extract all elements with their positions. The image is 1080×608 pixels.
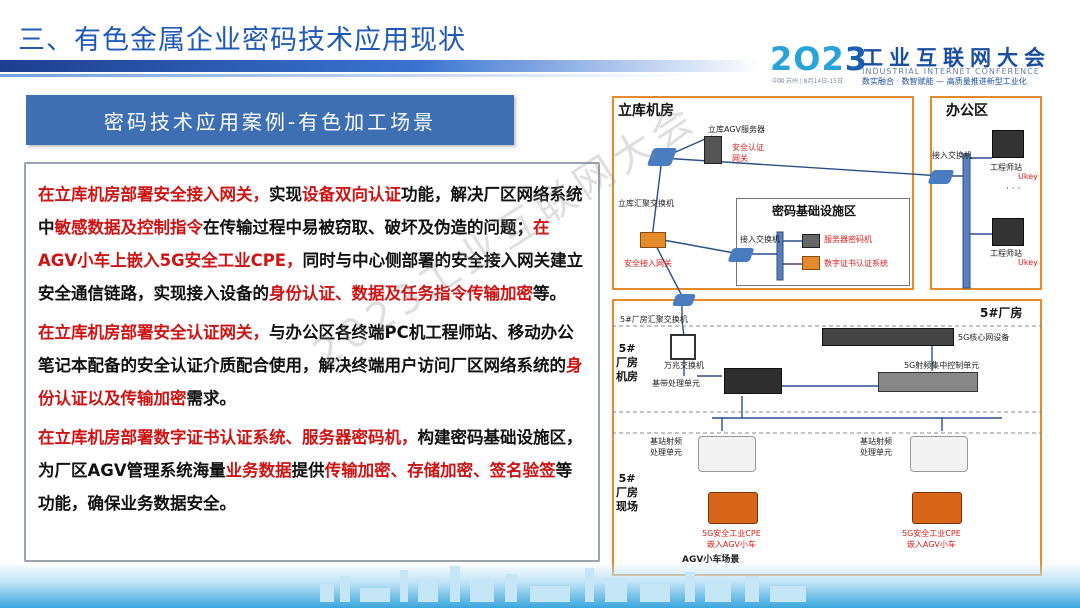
ukey-label-1: Ukey [1018,172,1038,181]
workstation-icon-1 [992,130,1024,158]
description-box: 在立库机房部署安全接入网关，实现设备双向认证功能，解决厂区网络系统中敏感数据及控… [24,162,600,562]
logo-year: 2O23 [770,40,868,78]
zone-warehouse-label: 立库机房 [618,103,674,119]
title-underline-thin [0,74,700,77]
paragraph-2-segment: 与办公区各终端PC机工程师站、移动办公笔记本配备的安全认证介质配合使用，解决终端… [38,323,574,375]
zone-crypto-box [736,198,910,286]
logo-slogan: 数实融合 · 数智赋能 — 高质量推进新型工业化 [862,77,1027,86]
server-crypto-icon [802,234,820,248]
paragraph-1-segment: 在立库机房部署安全接入网关， [38,185,269,204]
logo-name: 工业互联网大会 [862,46,1051,70]
city-skyline [320,566,806,602]
paragraph-3-segment: 等功能，确保业务数据安全。 [38,461,573,513]
agv-icon-2 [912,492,962,524]
title-underline-bar [0,60,760,72]
paragraph-3-segment: 提供 [291,461,325,480]
paragraph-1-segment: 同时与中心侧部署的安全接入网关建立安全通信链路，实现接入设备的 [38,251,584,303]
rf-ctrl-icon [878,372,978,392]
crypto-bus-bar [776,231,784,281]
paragraph-1-segment: 等。 [533,284,566,303]
paragraph-3-segment: 在立库机房部署数字证书认证系统、服务器密码机， [38,428,418,447]
paragraph-1-segment: 在传输过程中易被窃取、破坏及伪造的问题； [203,218,533,237]
agv-server-label: 立库AGV服务器 [708,125,766,134]
network-diagram: 立库机房 办公区 密码基础设施区 5#厂房 5# 厂房 机房 5# 厂房 现场 … [612,96,1060,578]
paragraph-1-segment: 实现 [269,185,302,204]
workstation-icon-2 [992,218,1024,246]
cpe-label-2: 5G安全工业CPE 嵌入AGV小车 [902,529,961,549]
logo-date: 中国·苏州 | 8月14日-15日 [772,78,843,85]
server-crypto-label: 服务器密码机 [824,235,872,244]
bbu-label: 基带处理单元 [652,379,700,388]
ukey-label-2: Ukey [1018,258,1038,267]
rru-label-1: 基站射频 处理单元 [650,437,682,457]
paragraph-1-segment: 在AGV小车上嵌入5G安全工业CPE， [38,218,550,270]
paragraph-2: 在立库机房部署安全认证网关，与办公区各终端PC机工程师站、移动办公笔记本配备的安… [38,316,588,415]
eng-station-label-2: 工程师站 [990,249,1022,258]
rru-icon-2 [910,436,968,472]
rru-icon-1 [698,436,756,472]
paragraph-2-segment: 需求。 [186,389,237,408]
paragraph-1-segment: 敏感数据及控制指令 [54,218,204,237]
case-header: 密码技术应用案例-有色加工场景 [26,95,514,145]
agv-server-icon [704,136,722,164]
paragraph-2-segment: 在立库机房部署安全认证网关， [38,323,269,342]
logo-year-b: 3 [844,40,868,78]
paragraph-3: 在立库机房部署数字证书认证系统、服务器密码机，构建密码基础设施区，为厂区AGV管… [38,421,588,520]
office-switch-label: 接入交换机 [932,151,972,160]
gigabit-switch-label: 万兆交换机 [664,361,704,370]
zone-plant-label: 5#厂房 [980,306,1023,320]
core-5g-label: 5G核心网设备 [958,333,1010,342]
logo-year-a: 2O2 [770,40,845,78]
zone-plant-room-label: 5# 厂房 机房 [616,342,638,383]
core-5g-icon [822,328,954,346]
conference-logo: 2O23 中国·苏州 | 8月14日-15日 工业互联网大会 INDUSTRIA… [770,40,1075,88]
footer-band [0,562,1080,608]
paragraph-3-segment: 构建密码基础设施区，为厂区AGV管理系统海量 [38,428,583,480]
agg-switch-label: 立库汇聚交换机 [618,199,674,208]
secure-gateway-label: 安全接入网关 [624,259,672,268]
paragraph-1-segment: 身份认证、数据及任务指令传输加密 [269,284,533,303]
zone-plant-site-label: 5# 厂房 现场 [616,472,638,513]
paragraph-3-segment: 传输加密、存储加密、签名验签 [324,461,556,480]
paragraph-3-segment: 业务数据 [225,461,292,480]
cert-system-icon [802,256,820,270]
ellipsis-label: · · · [1006,184,1021,194]
paragraph-1-segment: 功能，解决厂区网络系统中 [38,185,583,237]
office-bus-bar [962,153,971,289]
plant-switch-label: 5#厂房汇聚交换机 [620,315,688,324]
paragraph-1-segment: 设备双向认证 [302,185,401,204]
rf-ctrl-label: 5G射频集中控制单元 [904,361,980,370]
eng-station-label-1: 工程师站 [990,163,1022,172]
zone-crypto-label: 密码基础设施区 [772,204,857,218]
gigabit-switch-icon [670,334,696,360]
zone-office-box [930,96,1042,290]
paragraph-1: 在立库机房部署安全接入网关，实现设备双向认证功能，解决厂区网络系统中敏感数据及控… [38,178,588,310]
page-title: 三、有色金属企业密码技术应用现状 [18,25,466,56]
zone-office-label: 办公区 [946,103,988,119]
crypto-switch-label: 接入交换机 [740,235,780,244]
paragraph-2-segment: 身份认证以及传输加密 [38,356,583,408]
logo-english: INDUSTRIAL INTERNET CONFERENCE [862,67,1040,76]
cert-system-label: 数字证书认证系统 [824,259,888,268]
secure-gateway-icon [640,232,666,248]
rru-label-2: 基站射频 处理单元 [860,437,892,457]
auth-gateway-label: 安全认证 网关 [732,143,764,163]
bbu-icon [724,368,782,394]
cpe-label-1: 5G安全工业CPE 嵌入AGV小车 [702,529,761,549]
agv-icon-1 [708,492,758,524]
agv-scene-label: AGV小车场景 [682,555,740,565]
